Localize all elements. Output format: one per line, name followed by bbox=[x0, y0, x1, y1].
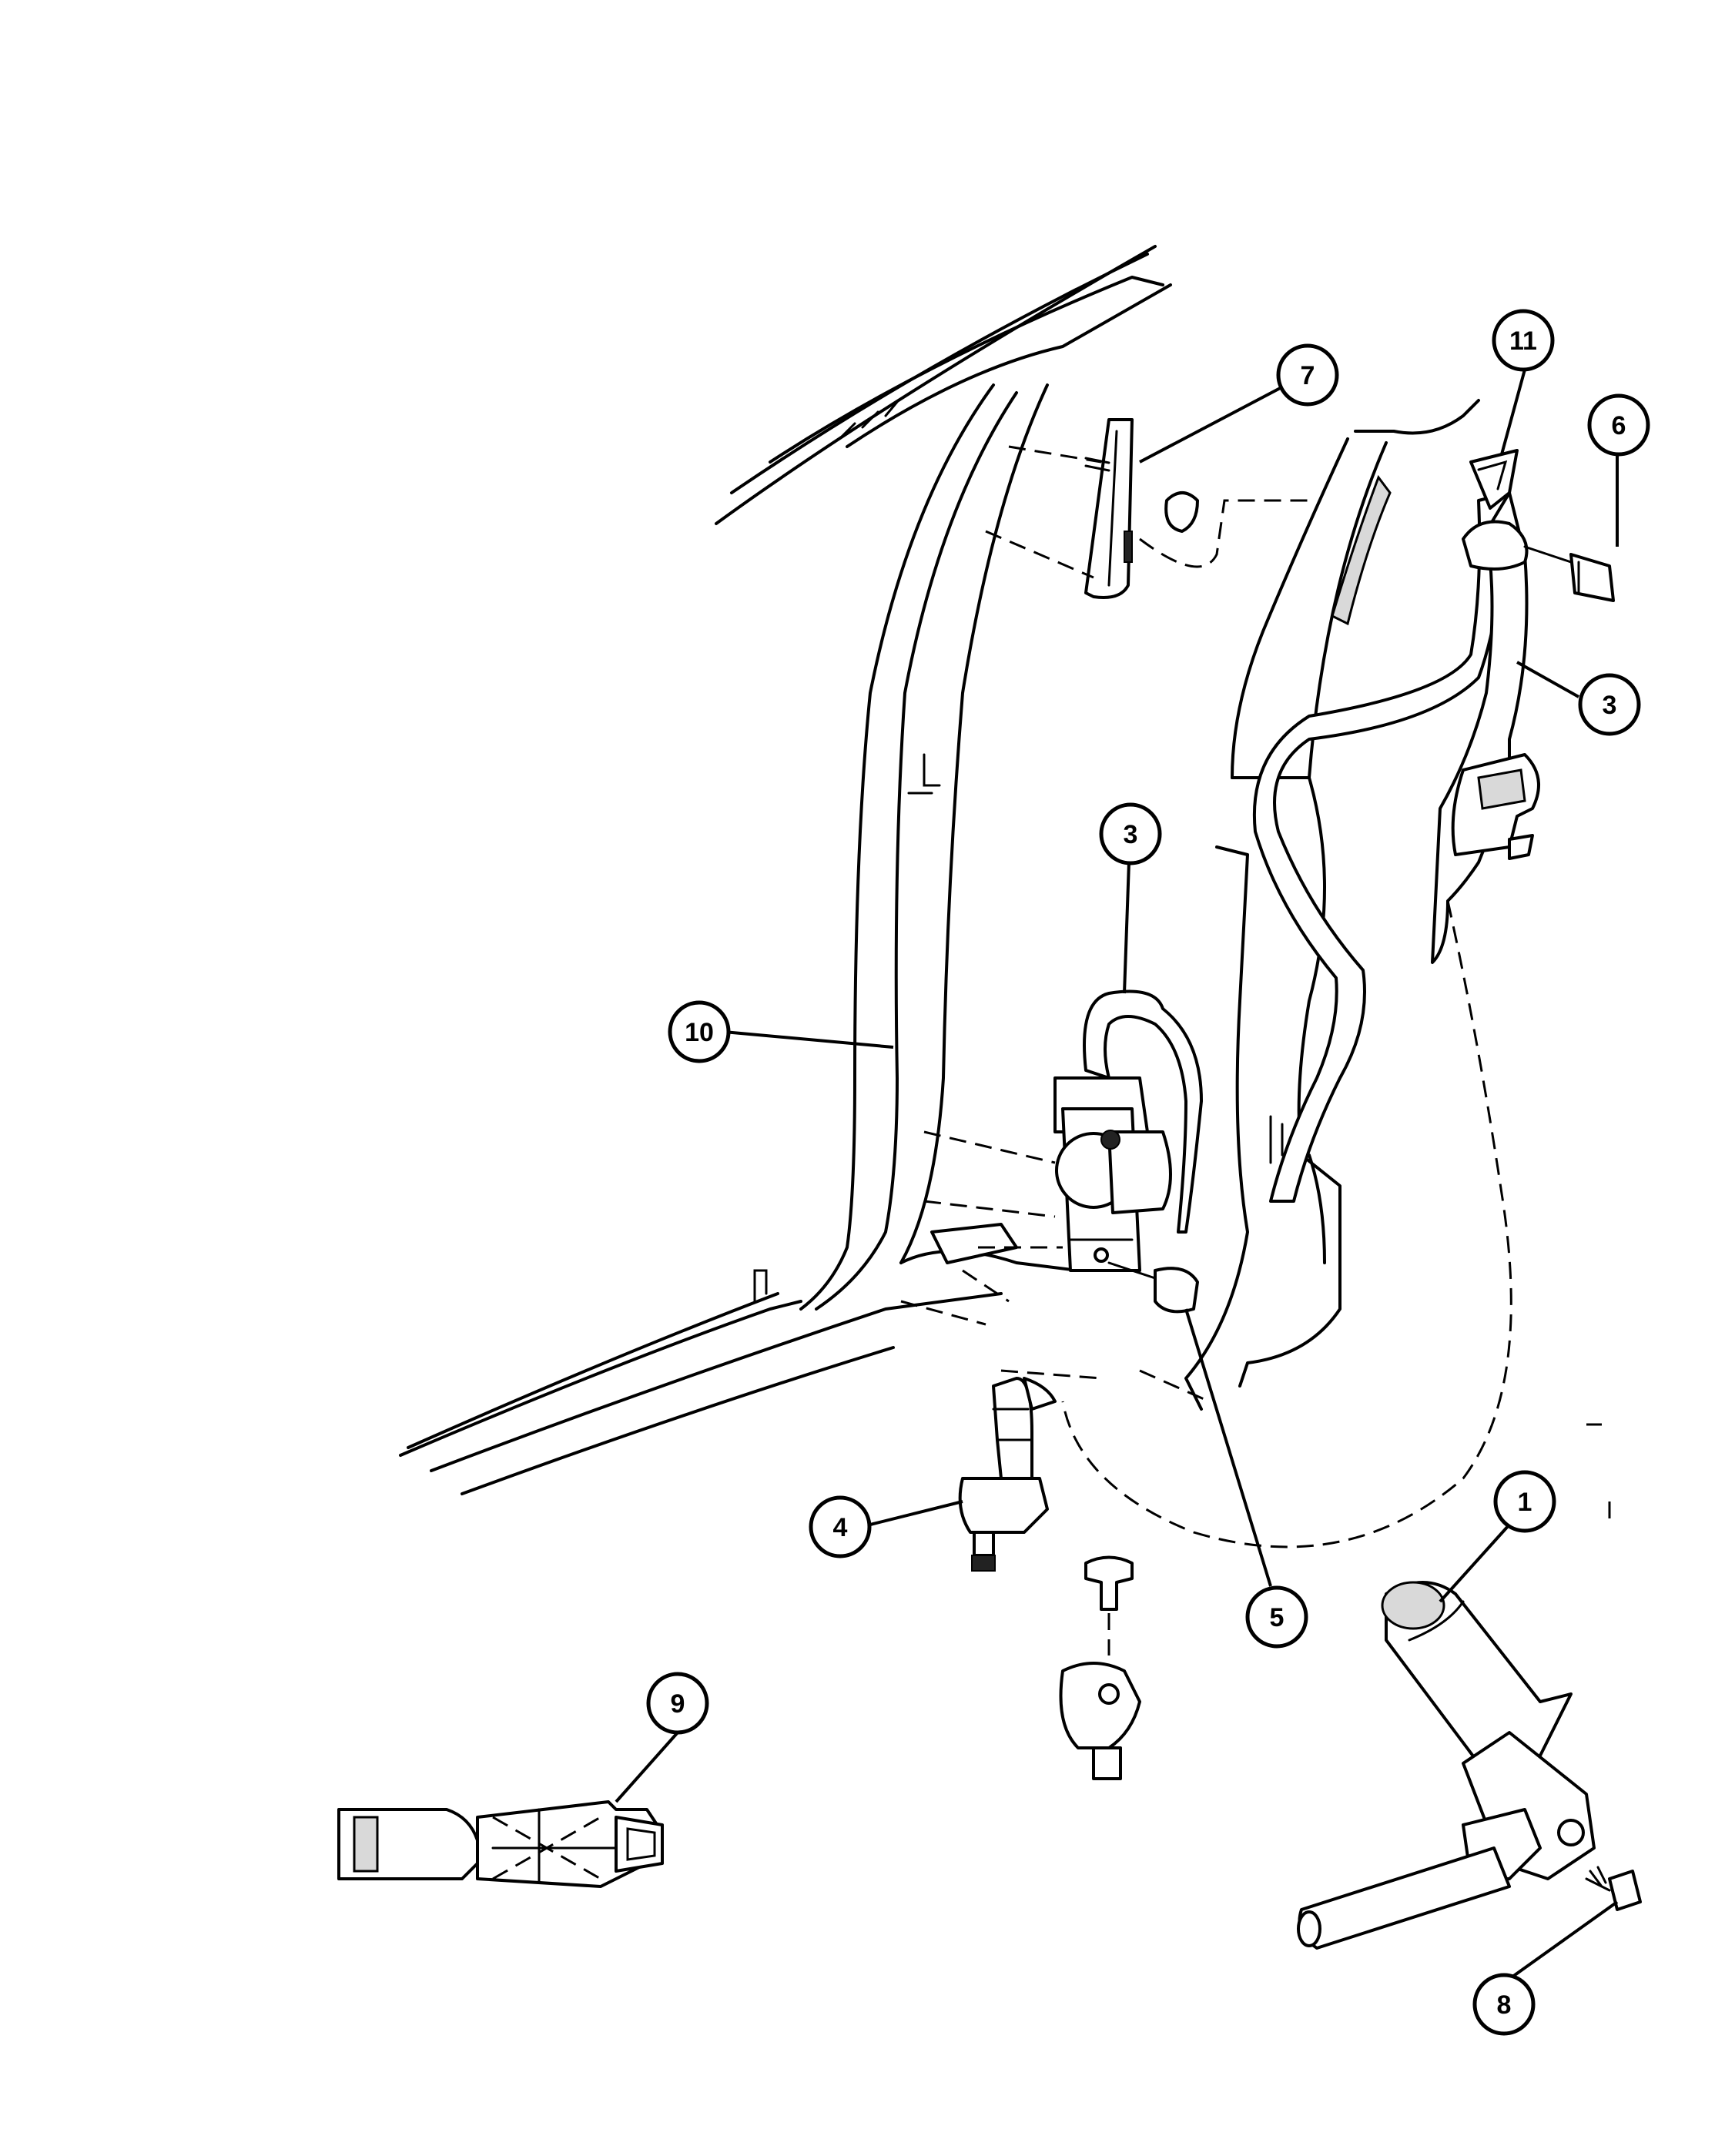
buckle-part bbox=[337, 1800, 664, 1888]
callout-3-lower-label: 3 bbox=[1124, 820, 1138, 849]
lower-anchor-part bbox=[958, 1377, 1057, 1572]
leader-8 bbox=[1508, 1900, 1619, 1980]
callout-7-label: 7 bbox=[1301, 361, 1315, 390]
leader-3-lower bbox=[1123, 862, 1130, 994]
callout-3-upper: 3 bbox=[1578, 673, 1641, 736]
height-adjuster-part bbox=[985, 418, 1309, 599]
leader-11 bbox=[1500, 369, 1526, 455]
leader-lines bbox=[615, 369, 1619, 1980]
leader-7 bbox=[1139, 383, 1287, 464]
callout-10: 10 bbox=[668, 1000, 731, 1063]
leader-4 bbox=[869, 1500, 963, 1526]
callout-1: 1 bbox=[1493, 1470, 1556, 1533]
callout-9: 9 bbox=[646, 1672, 709, 1735]
anchor-bolt-part bbox=[1523, 545, 1615, 602]
callout-5: 5 bbox=[1245, 1585, 1308, 1649]
callout-11: 11 bbox=[1492, 309, 1555, 372]
shoulder-belt-part bbox=[1061, 491, 1611, 1548]
vehicle-body-structure bbox=[399, 245, 1480, 1495]
callout-8: 8 bbox=[1472, 1973, 1536, 2036]
leader-1 bbox=[1439, 1523, 1511, 1603]
stalk-screw-part bbox=[1585, 1866, 1642, 1911]
callout-8-label: 8 bbox=[1497, 1990, 1512, 2020]
leader-5 bbox=[1184, 1308, 1272, 1587]
leader-10 bbox=[723, 1030, 894, 1049]
leader-3-upper bbox=[1516, 661, 1579, 698]
floor-anchor-bolt-part bbox=[1059, 1555, 1141, 1780]
callout-6-label: 6 bbox=[1612, 411, 1626, 440]
callout-3-upper-label: 3 bbox=[1603, 691, 1617, 720]
callout-5-label: 5 bbox=[1270, 1603, 1285, 1632]
leader-9 bbox=[615, 1731, 679, 1803]
callout-9-label: 9 bbox=[671, 1689, 685, 1719]
callout-4-label: 4 bbox=[833, 1513, 848, 1542]
retractor-bolt-part bbox=[1107, 1261, 1199, 1314]
callout-7: 7 bbox=[1276, 343, 1339, 407]
callout-11-label: 11 bbox=[1509, 326, 1537, 356]
callout-3-lower: 3 bbox=[1099, 802, 1162, 865]
callout-6: 6 bbox=[1587, 393, 1650, 457]
callout-4: 4 bbox=[809, 1495, 872, 1558]
callout-10-label: 10 bbox=[685, 1018, 714, 1047]
callout-1-label: 1 bbox=[1518, 1488, 1532, 1517]
retractor-part bbox=[923, 989, 1203, 1303]
buckle-stalk-part bbox=[1297, 1581, 1596, 1950]
